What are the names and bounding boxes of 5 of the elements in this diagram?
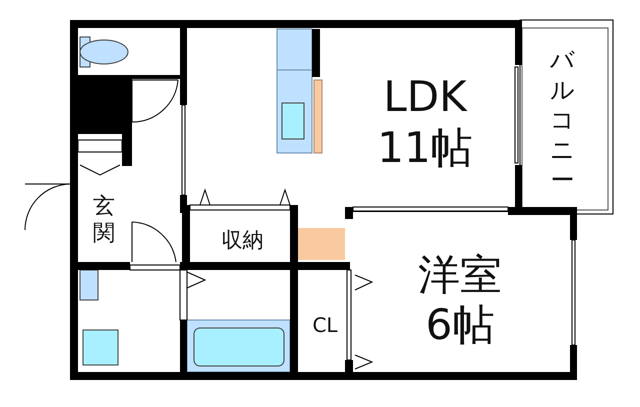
room-label: 収納 [200, 222, 285, 260]
room-label: 洋室6帖 [405, 245, 515, 355]
room-label: 玄関 [88, 185, 120, 255]
room-label: LDK 11帖 [355, 60, 495, 185]
room-label: CL [305, 305, 345, 345]
